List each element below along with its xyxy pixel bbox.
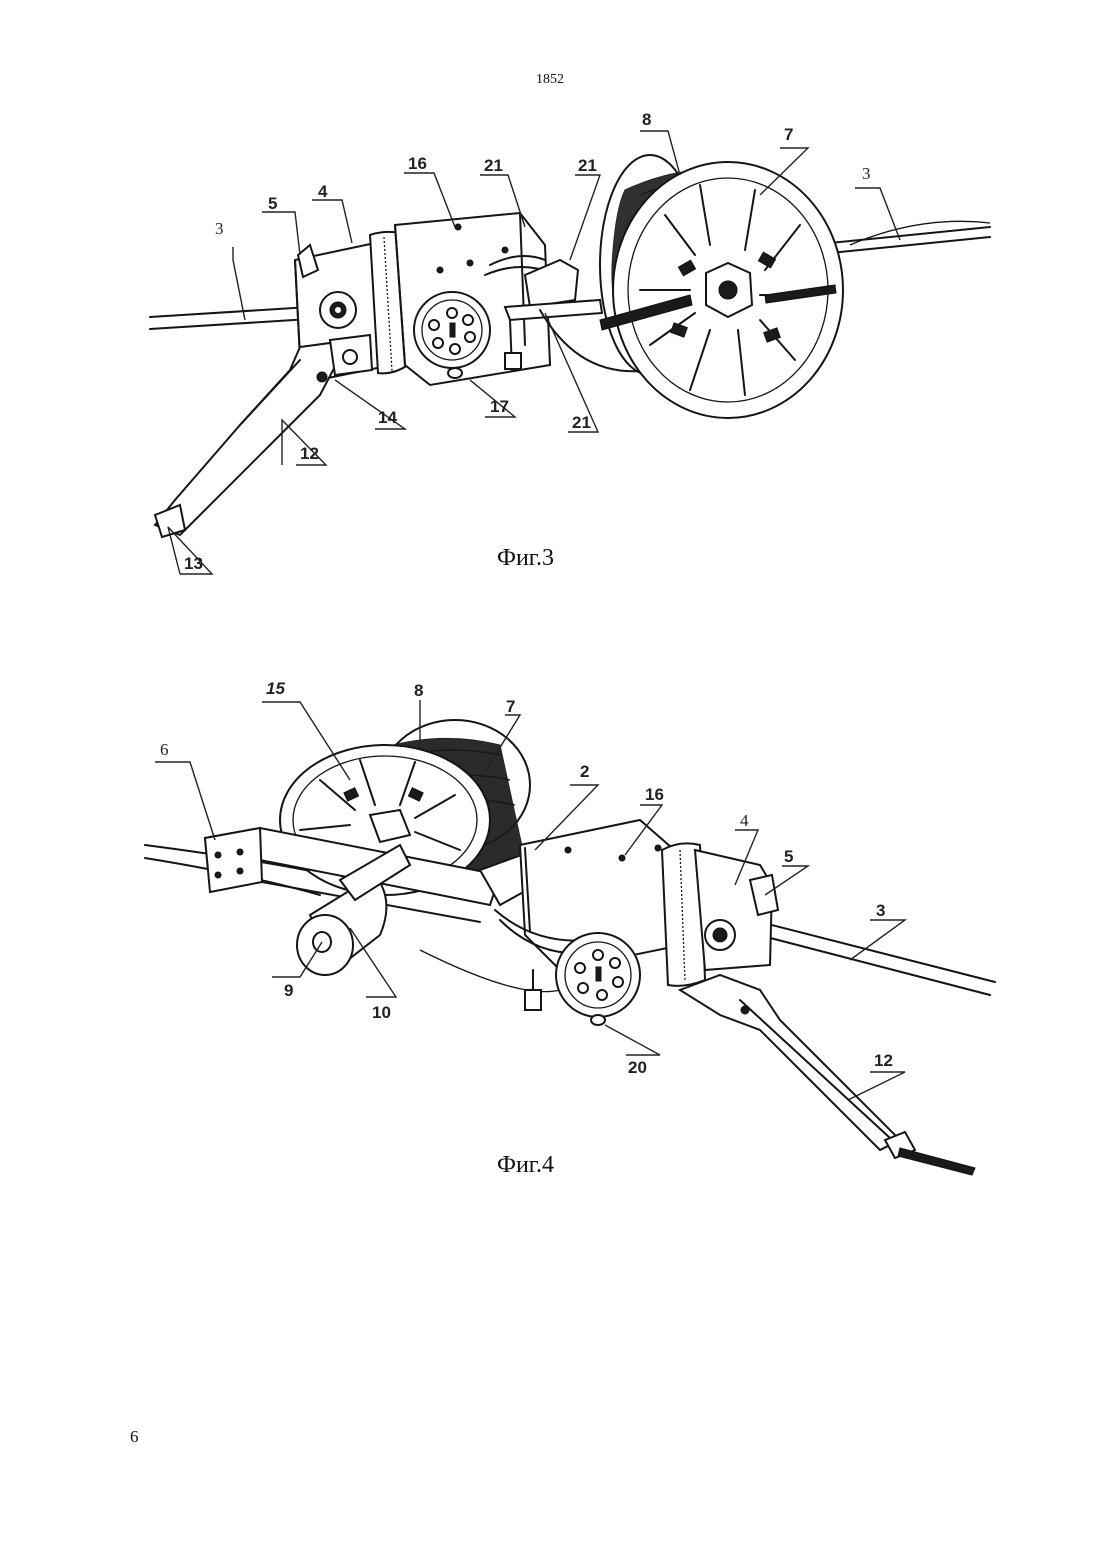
label-21-b: 21 (578, 156, 597, 175)
label-5: 5 (784, 847, 793, 866)
page-header-number: 1852 (0, 72, 1100, 88)
page-number: 6 (130, 1427, 139, 1447)
label-21-c: 21 (572, 413, 591, 432)
label-4: 4 (740, 811, 749, 830)
label-7: 7 (784, 125, 793, 144)
figure-4-drawing: 15 8 7 6 2 16 4 5 3 9 10 20 12 (0, 670, 1100, 1170)
label-4: 4 (318, 182, 328, 201)
label-8: 8 (642, 110, 651, 129)
label-3-right: 3 (862, 164, 871, 183)
label-5: 5 (268, 194, 277, 213)
label-10: 10 (372, 1003, 391, 1022)
label-8: 8 (414, 681, 423, 700)
label-13: 13 (184, 554, 203, 573)
label-12: 12 (874, 1051, 893, 1070)
cable (150, 307, 310, 317)
label-16: 16 (645, 785, 664, 804)
label-3: 3 (876, 901, 885, 920)
lever-arm (155, 335, 372, 537)
label-6: 6 (160, 740, 169, 759)
label-20: 20 (628, 1058, 647, 1077)
label-3-left: 3 (215, 219, 224, 238)
lever-arm (680, 975, 975, 1175)
figure-3-caption: Фиг.3 (497, 545, 554, 572)
figure-4-caption: Фиг.4 (497, 1152, 554, 1179)
label-7: 7 (506, 697, 515, 716)
label-15: 15 (266, 679, 285, 698)
label-2: 2 (580, 762, 589, 781)
clamp-block (695, 850, 778, 970)
label-12: 12 (300, 444, 319, 463)
label-16: 16 (408, 154, 427, 173)
label-14: 14 (378, 408, 397, 427)
label-17: 17 (490, 397, 509, 416)
label-21-a: 21 (484, 156, 503, 175)
label-9: 9 (284, 981, 293, 1000)
figure-3-drawing: 3 5 4 16 21 21 8 7 3 17 21 14 12 13 (0, 95, 1100, 585)
